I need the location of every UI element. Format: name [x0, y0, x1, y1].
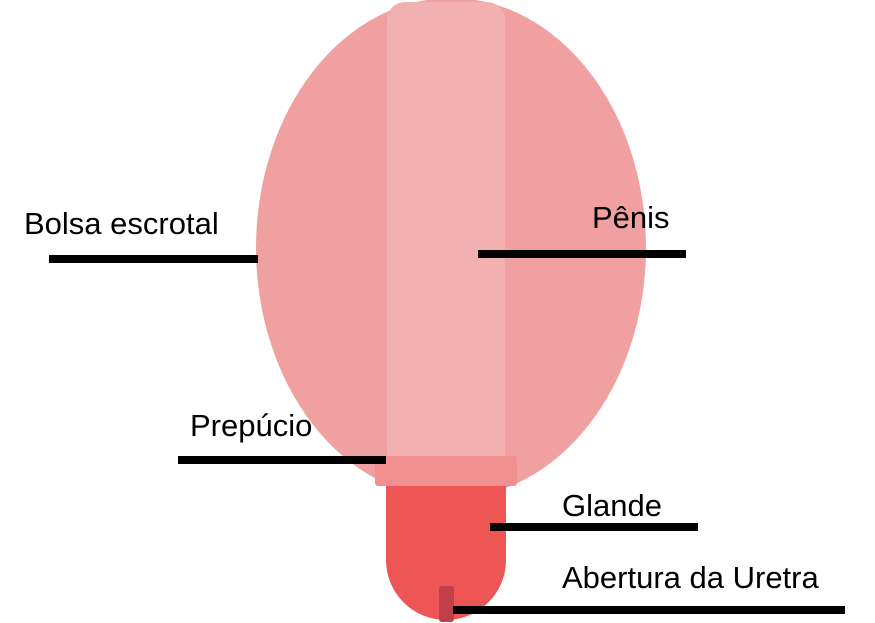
glans-label: Glande — [562, 488, 662, 523]
scrotum-label: Bolsa escrotal — [24, 206, 219, 241]
glans-shape — [386, 484, 506, 620]
foreskin-label: Prepúcio — [190, 408, 313, 443]
penis-label: Pênis — [592, 200, 670, 235]
shaft-shape — [387, 2, 505, 472]
foreskin-shape — [375, 456, 517, 486]
urethra-label: Abertura da Uretra — [562, 560, 819, 595]
urethra-shape — [439, 586, 454, 622]
